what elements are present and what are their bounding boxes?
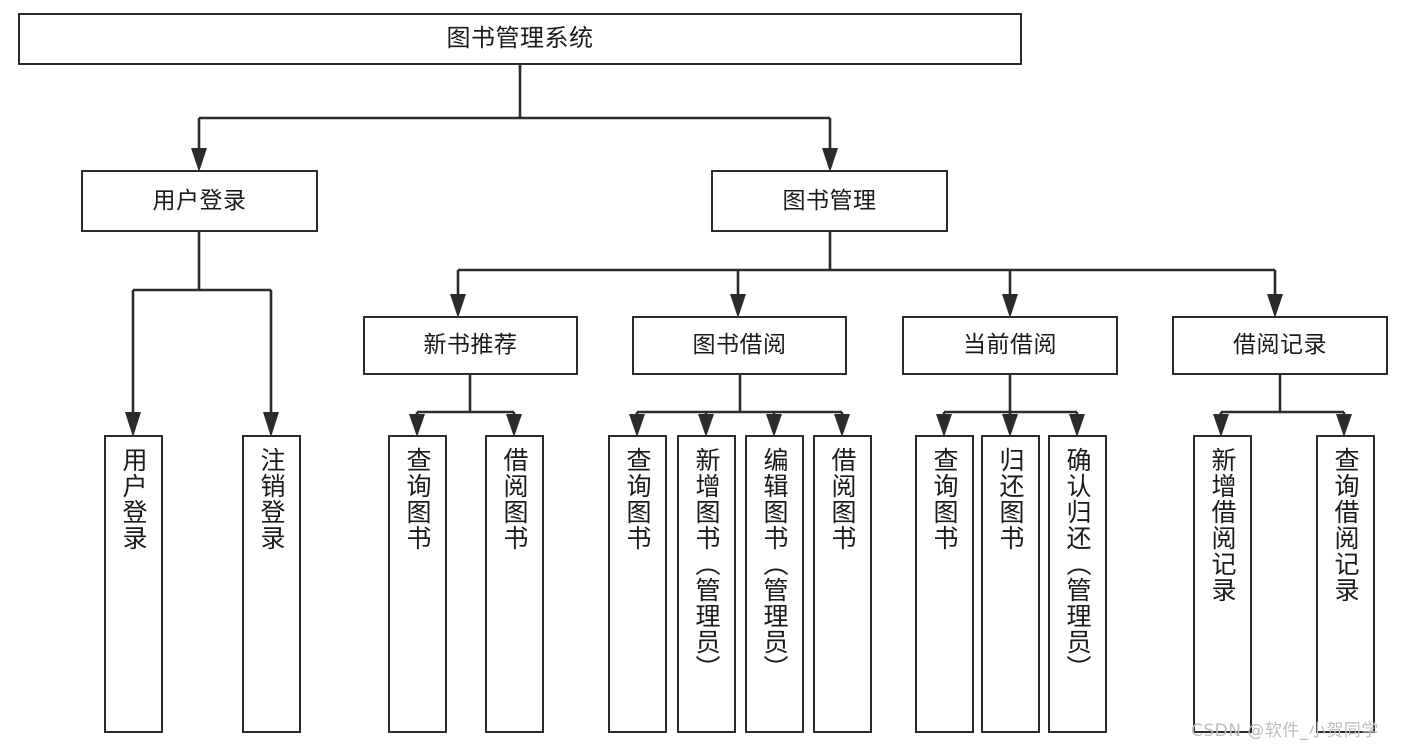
leaf-query-book-borrow[interactable]: 查询图书 — [608, 435, 667, 733]
node-label: 新增借阅记录 — [1208, 447, 1237, 603]
node-borrow-record[interactable]: 借阅记录 — [1172, 316, 1388, 375]
node-label: 用户登录 — [152, 187, 247, 214]
arrowhead-cb-l1 — [936, 414, 952, 437]
arrowhead-cb-l3 — [1069, 414, 1085, 437]
csdn-watermark: CSDN @软件_小贺同学 — [1191, 721, 1379, 741]
leaf-query-borrow-record[interactable]: 查询借阅记录 — [1316, 435, 1375, 733]
leaf-query-book-recommend[interactable]: 查询图书 — [388, 435, 447, 733]
node-label: 图书管理 — [782, 187, 877, 214]
node-current-borrow[interactable]: 当前借阅 — [902, 316, 1118, 375]
arrowhead-book-mgmt — [822, 148, 838, 172]
leaf-edit-book-admin[interactable]: 编辑图书（管理员） — [745, 435, 804, 733]
node-label: 当前借阅 — [963, 332, 1057, 359]
node-label: 借阅图书 — [828, 447, 857, 551]
node-label: 借阅记录 — [1233, 332, 1327, 359]
arrowhead-nb-l2 — [506, 414, 522, 437]
arrowhead-user-login — [191, 148, 207, 172]
arrowhead-br-l1 — [1213, 414, 1229, 437]
arrowhead-nb-l1 — [409, 414, 425, 437]
arrowhead-borrow-record — [1267, 294, 1283, 318]
node-label: 归还图书 — [996, 447, 1025, 551]
arrowhead-br-l2 — [1336, 414, 1352, 437]
node-user-login[interactable]: 用户登录 — [81, 170, 318, 232]
leaf-borrow-book[interactable]: 借阅图书 — [813, 435, 872, 733]
node-book-borrow[interactable]: 图书借阅 — [632, 316, 847, 375]
node-label: 新书推荐 — [423, 332, 518, 359]
leaf-return-book[interactable]: 归还图书 — [981, 435, 1040, 733]
leaf-add-borrow-record[interactable]: 新增借阅记录 — [1193, 435, 1252, 733]
node-label: 查询借阅记录 — [1331, 447, 1360, 603]
leaf-borrow-book-recommend[interactable]: 借阅图书 — [485, 435, 544, 733]
node-label: 图书借阅 — [692, 332, 787, 359]
arrowhead-new-book — [450, 294, 466, 318]
arrowhead-book-borrow — [730, 294, 746, 318]
node-label: 注销登录 — [257, 447, 286, 551]
node-label: 查询图书 — [930, 447, 959, 551]
arrowhead-leaf-logout — [263, 412, 279, 437]
arrowhead-current-borrow — [1002, 294, 1018, 318]
node-label: 编辑图书（管理员） — [760, 447, 789, 681]
node-label: 用户登录 — [119, 447, 148, 551]
leaf-query-book-current[interactable]: 查询图书 — [915, 435, 974, 733]
node-book-management[interactable]: 图书管理 — [711, 170, 948, 232]
node-label: 确认归还（管理员） — [1063, 447, 1092, 681]
arrowhead-leaf-user-login — [125, 412, 141, 437]
node-label: 查询图书 — [403, 447, 432, 551]
leaf-add-book-admin[interactable]: 新增图书（管理员） — [677, 435, 736, 733]
leaf-logout[interactable]: 注销登录 — [242, 435, 301, 733]
leaf-confirm-return-admin[interactable]: 确认归还（管理员） — [1048, 435, 1107, 733]
node-new-book-recommend[interactable]: 新书推荐 — [363, 316, 578, 375]
node-label: 借阅图书 — [500, 447, 529, 551]
arrowhead-bb-l3 — [766, 414, 782, 437]
arrowhead-bb-l4 — [834, 414, 850, 437]
arrowhead-bb-l2 — [698, 414, 714, 437]
node-label: 查询图书 — [623, 447, 652, 551]
node-root-book-management-system[interactable]: 图书管理系统 — [18, 13, 1022, 65]
leaf-user-login[interactable]: 用户登录 — [104, 435, 163, 733]
node-label: 图书管理系统 — [446, 24, 594, 53]
node-label: 新增图书（管理员） — [692, 447, 721, 681]
arrowhead-bb-l1 — [629, 414, 645, 437]
arrowhead-cb-l2 — [1002, 414, 1018, 437]
